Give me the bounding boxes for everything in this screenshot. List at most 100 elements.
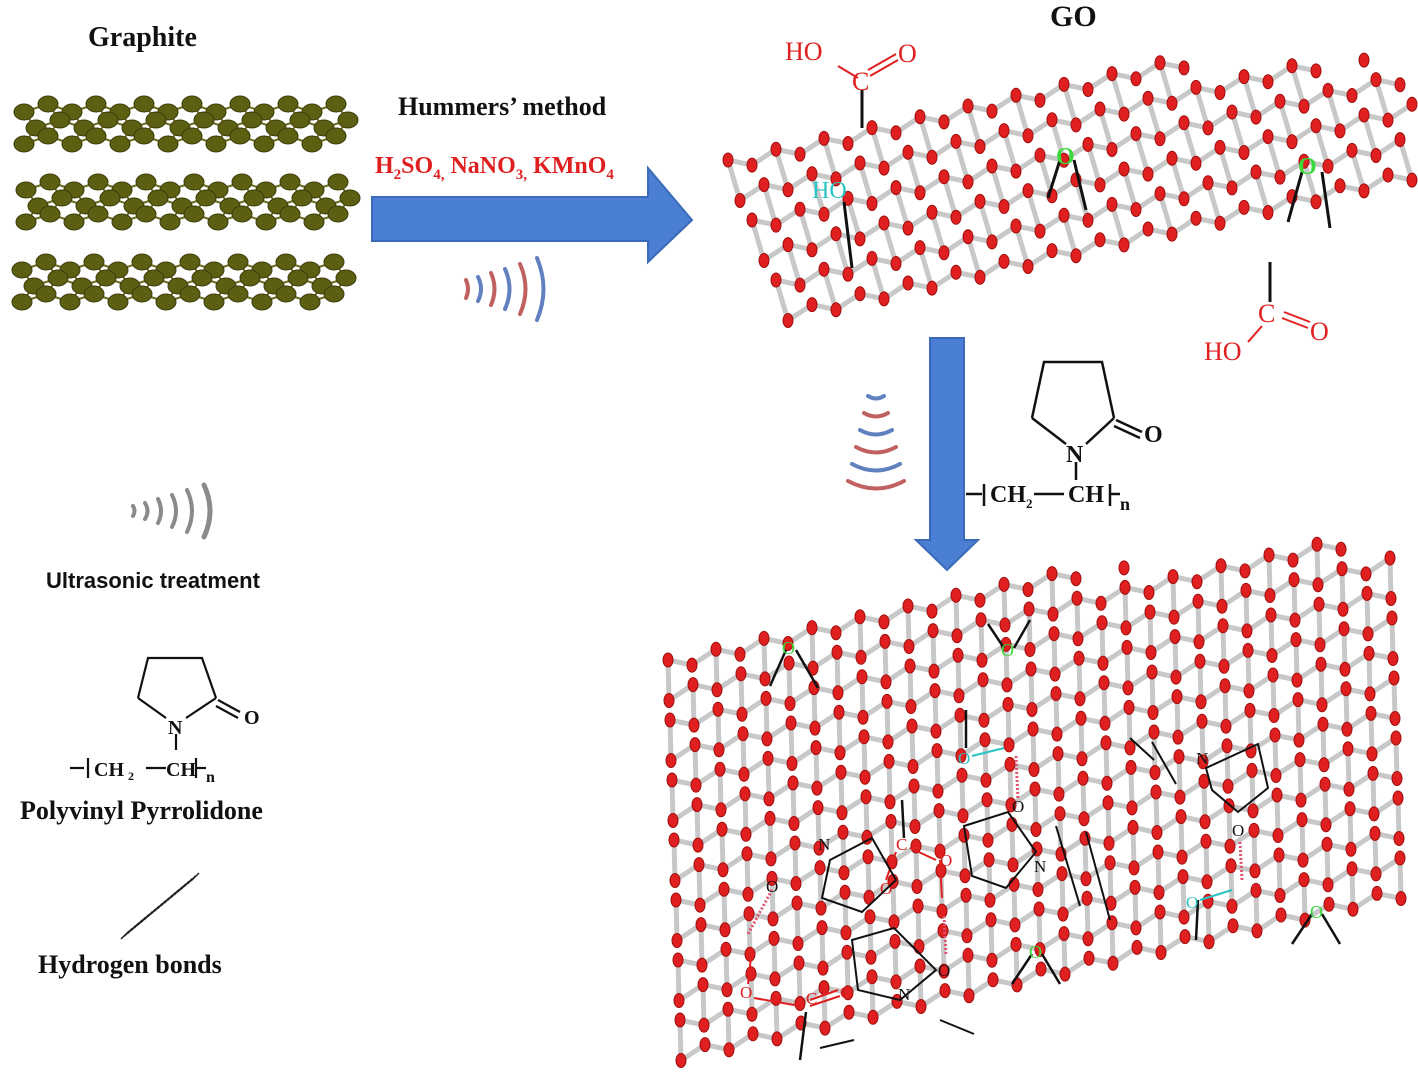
carbon-atom [675,1053,687,1068]
carbon-atom [1250,109,1262,125]
pvp-n-atom: N [818,835,830,854]
carbon-atom [1082,82,1094,97]
carbon-atom [1168,609,1180,625]
carbon-atom [745,966,757,982]
carbon-atom [1341,721,1353,737]
carbon-atom [950,133,962,149]
graphite-atom [279,173,301,191]
carbon-atom [1334,178,1346,194]
carbon-atom [830,625,842,641]
carbon-atom [1395,891,1407,906]
carbon-atom [809,720,821,736]
carbon-atom [1177,869,1189,885]
carbon-atom [1033,901,1045,917]
graphite-atom [63,213,85,231]
hbond-hatch [190,872,200,882]
carbon-atom [1176,849,1188,865]
carbon-atom [668,832,680,848]
carbon-atom [979,732,991,748]
pvp-carbonyl-o: O [766,877,778,896]
carbon-atom [1191,574,1203,590]
carbon-atom [690,777,702,793]
carbon-atom [914,109,926,125]
carbon-atom [1239,563,1251,579]
carbon-atom [782,313,794,328]
graphite-atom [135,205,157,223]
carbon-atom [663,693,675,708]
carbon-atom [1142,90,1154,106]
carbon-atom [1385,591,1397,606]
carbon-atom [839,884,851,900]
carbon-atom [834,745,846,761]
carbon-atom [1130,202,1142,217]
graphite-atom [39,173,61,191]
carbon-atom [674,1012,686,1028]
graphite-atom [279,205,301,223]
carbon-atom [1073,650,1085,666]
carbon-atom [1119,579,1131,595]
pvp-legend-n-atom: N [168,717,183,739]
carbon-atom [1167,569,1179,585]
carbon-atom [1202,120,1214,136]
carbon-atom [866,250,878,266]
carbon-atom [1364,686,1376,702]
carbon-atom [1027,721,1039,737]
carbon-atom [747,1026,759,1042]
carbon-atom [1004,756,1016,772]
carbon-atom [1336,561,1348,577]
carbon-atom [986,103,998,119]
carbon-atom [830,171,842,187]
carbon-atom [1251,923,1263,939]
carbon-atom [890,974,902,990]
graphite-atom [85,95,107,113]
carbon-atom [830,226,842,242]
carbon-atom [1048,626,1060,642]
carbon-atom [1166,226,1178,242]
carbon-atom [1360,566,1372,582]
carbon-atom [1225,858,1237,874]
right-arrow [371,165,694,265]
carbon-atom [666,772,678,788]
graphite-atom [83,285,105,303]
carbon-atom [770,141,782,157]
carbon-atom [1007,857,1019,873]
graphite-atom [15,213,37,231]
graphite-atom [325,95,347,113]
epoxy-o-text: O [1029,942,1042,962]
carbon-atom [1219,678,1231,694]
carbon-atom [957,808,969,824]
carbon-atom [1226,104,1238,120]
composite-atom-labels: O N O O O O O C O O O C O N N N N [740,749,1244,1008]
graphite-atom [131,253,153,271]
carbon-atom [1123,699,1135,715]
carbon-atom [1247,803,1259,819]
carbon-atom [975,612,987,628]
carbon-atom [1118,560,1130,576]
carbon-atom [767,911,779,927]
carbon-atom [758,177,770,193]
carbon-atom [1310,194,1322,210]
carbon-atom [1216,598,1228,614]
carbon-atom [1056,866,1068,882]
carbon-atom [723,1042,735,1058]
carbon-atom [914,958,926,974]
carbon-atom [1122,680,1134,696]
carbon-atom [974,193,986,209]
carbon-atom [711,682,723,698]
graphite-stack [11,95,361,311]
carbon-atom [1046,566,1058,582]
graphite-atom [229,127,251,145]
carbon-atom [792,936,804,951]
carbon-atom [667,813,679,828]
carbon-atom [974,139,986,154]
carbon-atom [1076,751,1088,767]
carbon-atom [1171,689,1183,705]
carbon-atom [1178,191,1190,207]
carbon-atom [771,1031,783,1047]
pvp-legend-ch: CH [166,759,196,781]
carbon-atom [856,669,868,685]
carboxyl-o-text: O [1310,317,1329,346]
carbon-atom [1244,702,1256,718]
graphite-atom [155,293,177,311]
graphite-atom [231,173,253,191]
